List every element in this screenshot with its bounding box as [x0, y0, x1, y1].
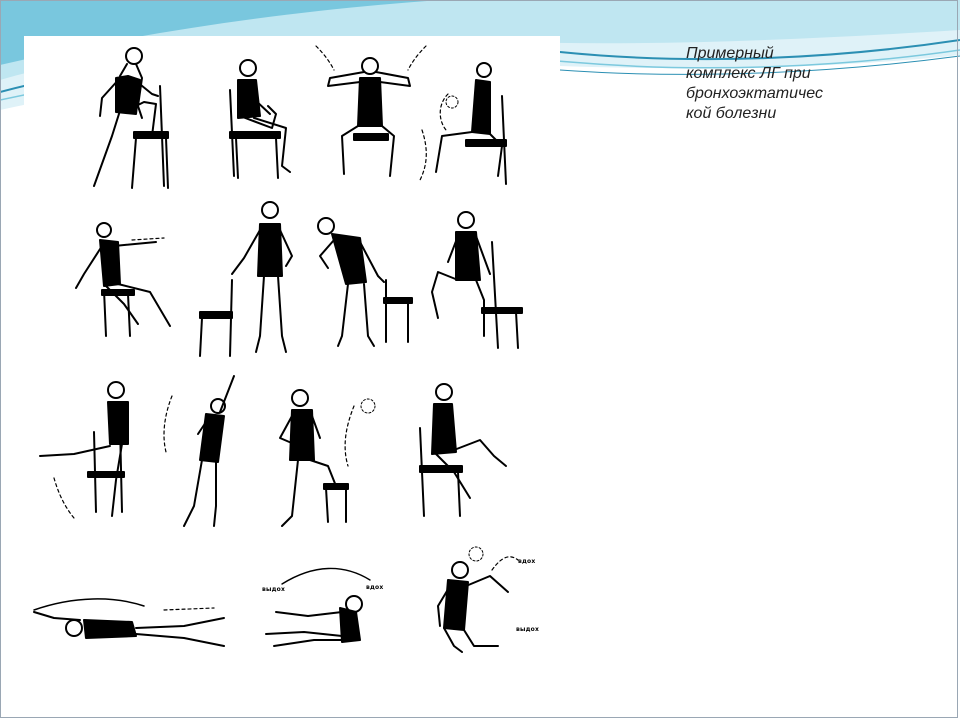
exercise-11-figure — [279, 389, 376, 527]
exercise-4-figure — [419, 62, 507, 185]
exercise-8-figure — [431, 211, 523, 349]
exercise-9-figure — [39, 381, 129, 519]
exhale-label-15: выдох — [516, 626, 540, 633]
exercise-15-figure — [437, 546, 519, 653]
slide-title: Примерный комплекс ЛГ при бронхоэктатиче… — [686, 45, 824, 122]
inhale-label-15: вдох — [518, 558, 536, 565]
exhale-label-14: выдох — [262, 586, 286, 593]
exercise-2-figure — [229, 59, 291, 179]
exercise-3-figure — [315, 45, 427, 177]
exercise-1-figure — [93, 47, 169, 189]
exercise-6-figure — [199, 201, 293, 357]
exercise-12-figure — [419, 383, 507, 517]
exercise-10-figure — [163, 375, 235, 527]
exercise-13-figure — [33, 598, 225, 647]
exercise-5-figure — [75, 222, 171, 337]
exercise-7-figure — [317, 217, 413, 347]
exercise-14-figure — [265, 567, 371, 647]
inhale-label-14: вдох — [366, 584, 384, 591]
exercise-illustration-panel: выдох вдох вдох выдох — [24, 36, 560, 668]
